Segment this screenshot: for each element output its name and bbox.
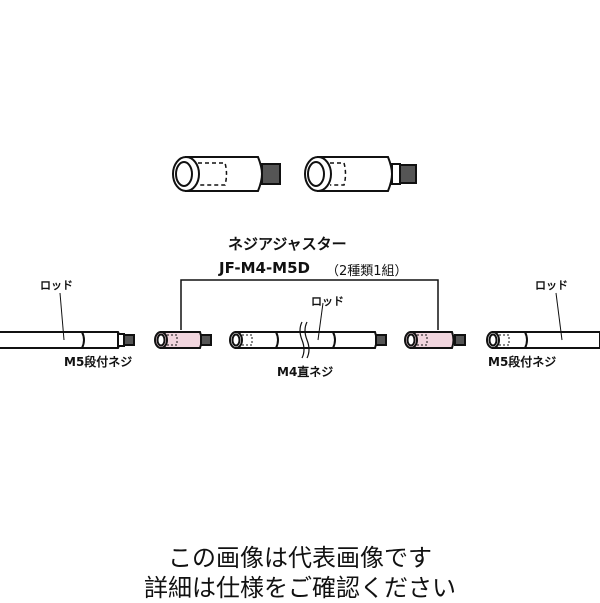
caption-line-2: 詳細は仕様をご確認ください [144,574,456,602]
thread-label-left: M5段付ネジ [64,355,133,369]
rod-label-center: ロッド [311,295,344,308]
rod-left [0,331,135,349]
product-set-note: （2種類1組） [326,264,408,279]
bracket-line [180,279,439,330]
adjuster-top-stepped [304,156,417,192]
product-model: JF-M4-M5D [219,259,310,277]
adjuster-top-straight [172,156,281,192]
rod-label-right: ロッド [535,279,568,292]
thread-label-center: M4直ネジ [277,365,334,379]
caption-line-1: この画像は代表画像です [168,544,432,572]
thread-label-right: M5段付ネジ [488,355,557,369]
rod-label-left: ロッド [40,279,73,292]
adjuster-pink-left [154,331,212,349]
rod-right [486,331,600,349]
product-name: ネジアジャスター [228,235,347,253]
adjuster-pink-right [404,331,466,349]
rod-center [229,321,387,359]
